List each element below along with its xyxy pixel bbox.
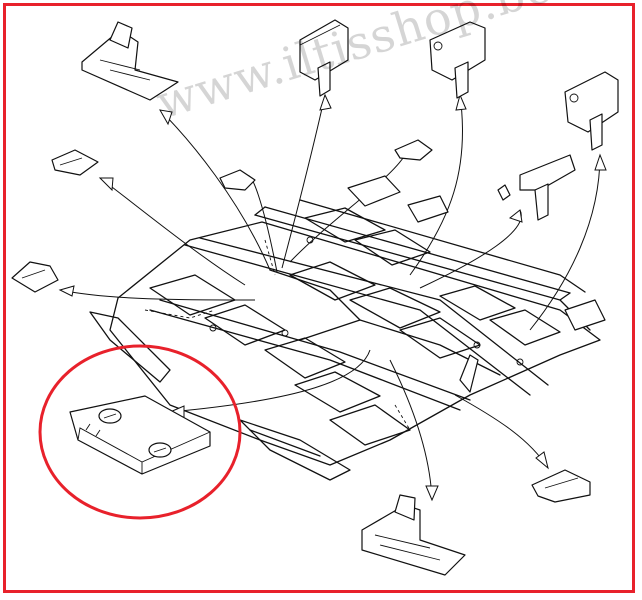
- clip-bottom-right: [531, 469, 591, 503]
- leader-arrows: [58, 93, 607, 502]
- arrow-head-icon: [535, 451, 549, 470]
- arrow-head-icon: [425, 485, 439, 502]
- clip-right-middle: [497, 154, 576, 221]
- cover-plate: [69, 395, 211, 475]
- rail-brackets: [347, 175, 606, 393]
- arrow-head-icon: [594, 153, 607, 171]
- clip-top-left: [81, 21, 179, 101]
- clip-top-center: [299, 19, 349, 97]
- clip-left-lower: [11, 261, 59, 293]
- arrow-head-icon: [508, 209, 523, 223]
- arrow-head-icon: [455, 93, 467, 111]
- arrow-head-icon: [319, 93, 332, 111]
- arrow-head-icon: [58, 285, 75, 297]
- clip-top-right: [429, 21, 486, 99]
- red-frame: [3, 3, 635, 593]
- arrow-head-icon: [159, 109, 173, 126]
- clip-bottom-center: [361, 494, 466, 576]
- arrow-head-icon: [98, 177, 114, 192]
- highlight-circle: [38, 344, 242, 520]
- clip-left-small: [51, 149, 99, 176]
- clip-far-right: [564, 71, 619, 151]
- clip-center-small: [219, 139, 433, 191]
